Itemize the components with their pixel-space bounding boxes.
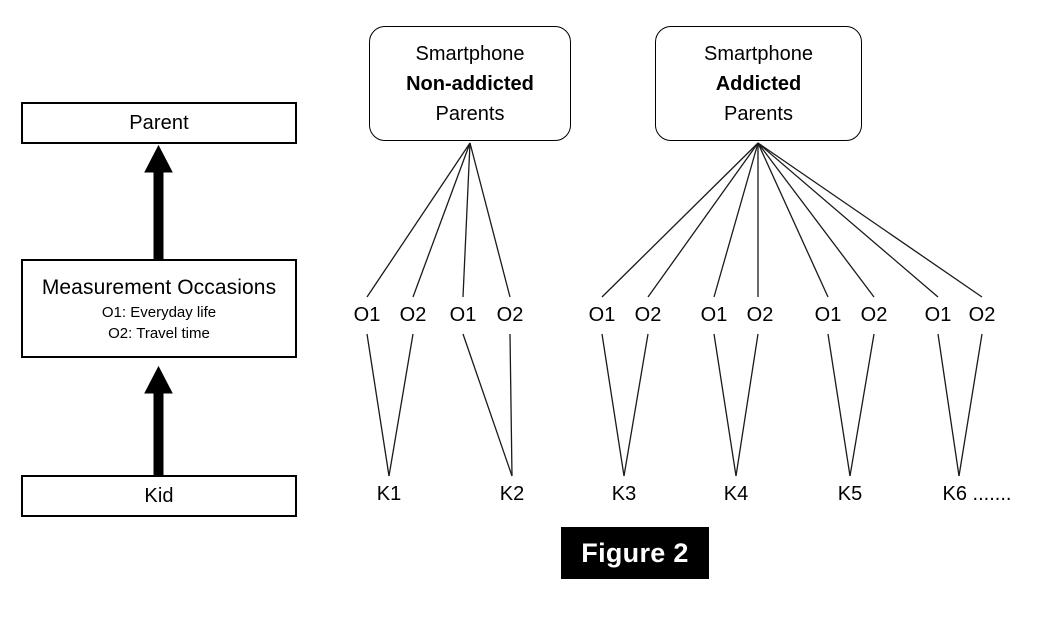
v-lines-kids xyxy=(366,333,983,477)
group-line-smartphone: Smartphone xyxy=(704,42,813,65)
group-line-parents: Parents xyxy=(724,102,793,125)
group-line-non-addicted: Non-addicted xyxy=(406,72,534,95)
occasion-label-g1k2o0: O1 xyxy=(814,304,842,326)
group-line-smartphone: Smartphone xyxy=(415,42,525,65)
arrow-measurement-to-parent xyxy=(144,144,173,260)
occasion-label-g1k3o1: O2 xyxy=(968,304,996,326)
kid-label-g0k1: K2 xyxy=(499,483,525,505)
occasion-label-g1k0o1: O2 xyxy=(634,304,662,326)
occasion-label-g0k0o1: O2 xyxy=(399,304,427,326)
occasion-label-g1k1o1: O2 xyxy=(746,304,774,326)
level-title-kid: Kid xyxy=(144,485,174,507)
occasion-label-g0k0o0: O1 xyxy=(353,304,381,326)
kid-label-g1k3: K6 ....... xyxy=(942,483,1012,505)
kid-label-g1k2: K5 xyxy=(837,483,863,505)
level-subline-o1: O1: Everyday life xyxy=(101,303,217,321)
group-box-addicted-parents: Smartphone Addicted Parents xyxy=(655,26,862,141)
occasion-label-g1k0o0: O1 xyxy=(588,304,616,326)
kid-label-g0k0: K1 xyxy=(376,483,402,505)
figure-caption: Figure 2 xyxy=(561,527,709,579)
group-line-parents: Parents xyxy=(435,102,505,125)
occasion-label-g0k1o1: O2 xyxy=(496,304,524,326)
level-title-measurement-occasions: Measurement Occasions xyxy=(41,275,277,299)
group-box-non-addicted-parents: Smartphone Non-addicted Parents xyxy=(369,26,571,141)
fan-lines-non-addicted xyxy=(366,142,511,298)
occasion-label-g1k3o0: O1 xyxy=(924,304,952,326)
kid-label-g1k0: K3 xyxy=(611,483,637,505)
level-subline-o2: O2: Travel time xyxy=(108,324,210,342)
level-title-parent: Parent xyxy=(129,112,189,134)
arrow-kid-to-measurement xyxy=(144,365,173,476)
occasion-label-g0k1o0: O1 xyxy=(449,304,477,326)
occasion-label-g1k2o1: O2 xyxy=(860,304,888,326)
level-box-parent: Parent xyxy=(21,102,297,144)
level-box-measurement-occasions: Measurement Occasions O1: Everyday life … xyxy=(21,259,297,358)
occasion-label-g1k1o0: O1 xyxy=(700,304,728,326)
fan-lines-addicted xyxy=(601,142,983,298)
group-line-addicted: Addicted xyxy=(715,72,802,95)
kid-label-g1k1: K4 xyxy=(723,483,749,505)
level-box-kid: Kid xyxy=(21,475,297,517)
